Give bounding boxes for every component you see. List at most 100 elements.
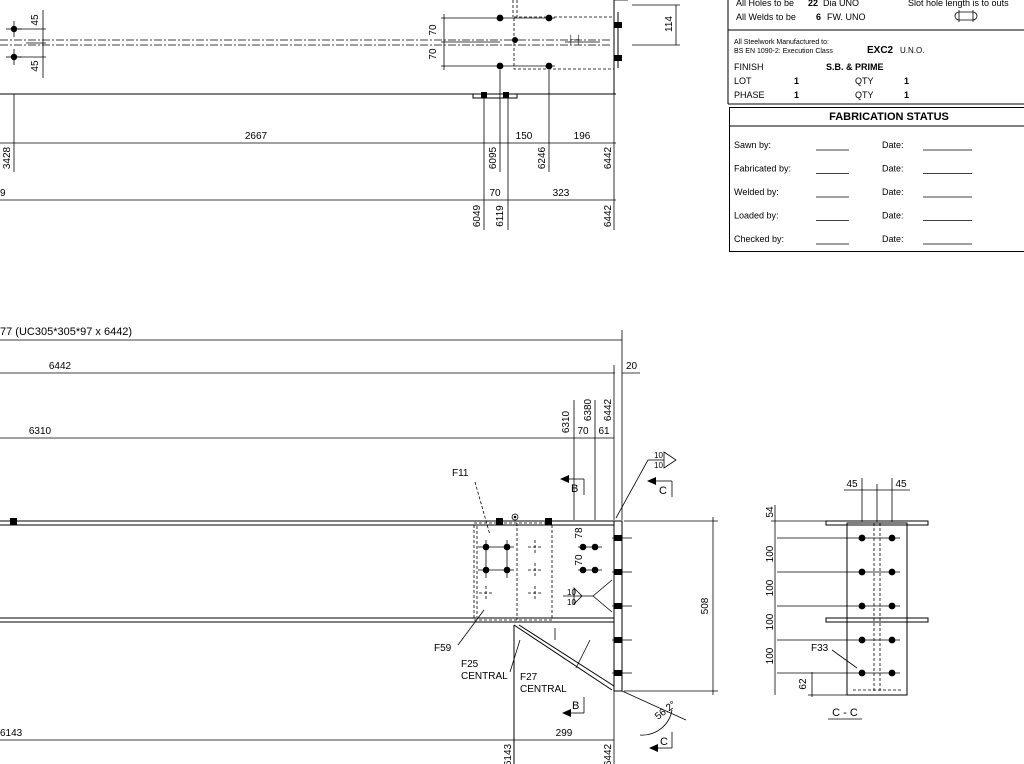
fabrication-status-row: Checked by: Date:	[734, 234, 972, 245]
bolt-hole	[888, 636, 896, 644]
label-f27-central: CENTRAL	[520, 684, 567, 695]
fabrication-status-row: Welded by: Date:	[734, 187, 972, 198]
elev-dim-6310: 6310	[29, 426, 52, 437]
fabrication-status-row: Fabricated by: Date:	[734, 164, 972, 174]
fabrication-status-row-label: Loaded by:	[734, 211, 779, 221]
plan-dim-196: 196	[574, 131, 591, 142]
manufactured-line-1: All Steelwork Manufactured to:	[734, 39, 829, 46]
plan-dim-6442b: 6442	[603, 204, 614, 227]
plan-dim-114: 114	[664, 16, 675, 32]
section-c-label-bottom: C	[660, 736, 668, 748]
plan-dim-70c: 70	[489, 188, 501, 199]
label-f25: F25	[461, 659, 479, 670]
plan-dim-9: 9	[0, 188, 6, 199]
elev-dim-70: 70	[577, 426, 589, 437]
elev-vdim-6310: 6310	[561, 410, 572, 433]
plan-weld-mark: ├ ┤	[568, 34, 582, 45]
cc-dim-100c: 100	[765, 613, 776, 630]
fabrication-status-rows: Sawn by:Date:Fabricated by:Date:Welded b…	[734, 140, 972, 245]
lot-value: 1	[794, 76, 799, 86]
fabrication-status-heading: FABRICATION STATUS	[829, 111, 949, 123]
phase-qty-label: QTY	[855, 90, 874, 100]
weld-size-top-b: 10	[654, 461, 663, 470]
elev-dim-6143: 6143	[0, 728, 23, 739]
section-marker-b-bottom: B	[562, 697, 585, 717]
fin-plate-bolts	[478, 540, 542, 600]
plan-dim-45a: 45	[30, 14, 41, 26]
cc-dim-62: 62	[798, 678, 809, 690]
section-c-c: 45 45 54 100 100 100 100 62 F33 C - C	[765, 478, 929, 720]
fabrication-status-date-label: Date:	[882, 187, 904, 197]
slot-hole-icon	[954, 10, 978, 22]
fabrication-status-row-label: Fabricated by:	[734, 164, 791, 174]
plan-dim-150: 150	[516, 131, 533, 142]
plan-dim-6095: 6095	[488, 146, 499, 169]
elev-vdim-70: 70	[574, 554, 585, 566]
execution-class-suffix: U.N.O.	[900, 46, 924, 55]
fabrication-status-row-label: Checked by:	[734, 234, 784, 244]
section-b-label-bottom: B	[572, 700, 579, 712]
bolt-hole	[858, 568, 866, 576]
holes-note-suffix: Dia UNO	[823, 0, 859, 8]
bolt-hole	[888, 534, 896, 542]
fabrication-status-row-label: Welded by:	[734, 187, 779, 197]
weld-size-mid-a: 10	[567, 588, 576, 597]
elev-angle: 56.2°	[653, 699, 678, 722]
elev-dim-20: 20	[626, 361, 638, 372]
bolt-hole	[858, 636, 866, 644]
weld-size-top-a: 10	[654, 451, 663, 460]
manufactured-line-2: BS EN 1090-2: Execution Class	[734, 48, 833, 55]
label-f11: F11	[452, 468, 469, 479]
phase-value: 1	[794, 90, 799, 100]
finish-value: S.B. & PRIME	[826, 62, 884, 72]
section-marker-c-top: C	[647, 477, 673, 497]
bolt-hole	[888, 669, 896, 677]
section-c-label-top: C	[659, 485, 667, 497]
cc-dim-54: 54	[765, 506, 776, 518]
lot-qty-label: QTY	[855, 76, 874, 86]
welds-note-prefix: All Welds to be	[736, 12, 796, 22]
label-f25-central: CENTRAL	[461, 671, 508, 682]
bolt-hole	[858, 534, 866, 542]
weld-symbol-mid: 10 10	[563, 579, 613, 613]
bolt-hole	[888, 602, 896, 610]
elev-vdim-6442b: 6442	[603, 743, 614, 764]
fabrication-status-date-label: Date:	[882, 234, 904, 244]
plan-dim-6119: 6119	[495, 205, 506, 227]
plan-dim-70b: 70	[428, 48, 439, 60]
phase-label: PHASE	[734, 90, 765, 100]
elevation-view: 77 (UC305*305*97 x 6442) 6442 20 6310 63…	[0, 326, 718, 764]
section-b-label-top: B	[571, 483, 578, 495]
fabrication-status-table: FABRICATION STATUS Sawn by:Date:Fabricat…	[729, 107, 1024, 252]
fabrication-status-date-label: Date:	[882, 164, 904, 174]
fabrication-status-row-label: Sawn by:	[734, 140, 771, 150]
plan-dim-6442a: 6442	[603, 146, 614, 169]
phase-qty-value: 1	[904, 90, 909, 100]
elev-dim-61: 61	[598, 426, 610, 437]
weld-symbol-top: 10 10	[615, 451, 677, 519]
elev-vdim-6442: 6442	[603, 398, 614, 421]
elev-dim-299: 299	[556, 728, 573, 739]
welds-note-suffix: FW. UNO	[827, 12, 866, 22]
cc-dim-45a: 45	[846, 479, 858, 490]
lot-qty-value: 1	[904, 76, 909, 86]
cc-dim-100a: 100	[765, 545, 776, 562]
title-block: All Holes to be 22 Dia UNO All Welds to …	[727, 0, 1024, 105]
end-plate-bolts: 78 70	[574, 527, 602, 574]
finish-label: FINISH	[734, 62, 764, 72]
fabrication-status-date-label: Date:	[882, 140, 904, 150]
section-marker-c-bottom: C	[649, 732, 673, 752]
plan-view: 45 45 114 70 70 ├ ┤	[0, 0, 680, 230]
elev-vdim-6380: 6380	[583, 398, 594, 421]
fabrication-status-row: Sawn by: Date:	[734, 140, 972, 151]
label-f27: F27	[520, 672, 538, 683]
bolt-hole	[858, 602, 866, 610]
weld-size-mid-b: 10	[567, 598, 576, 607]
plan-dim-323: 323	[553, 188, 570, 199]
cc-dim-100d: 100	[765, 647, 776, 664]
holes-note-value: 22	[808, 0, 818, 8]
section-title: C - C	[832, 707, 858, 719]
elev-dim-508: 508	[700, 597, 711, 614]
cc-dim-45b: 45	[895, 479, 907, 490]
